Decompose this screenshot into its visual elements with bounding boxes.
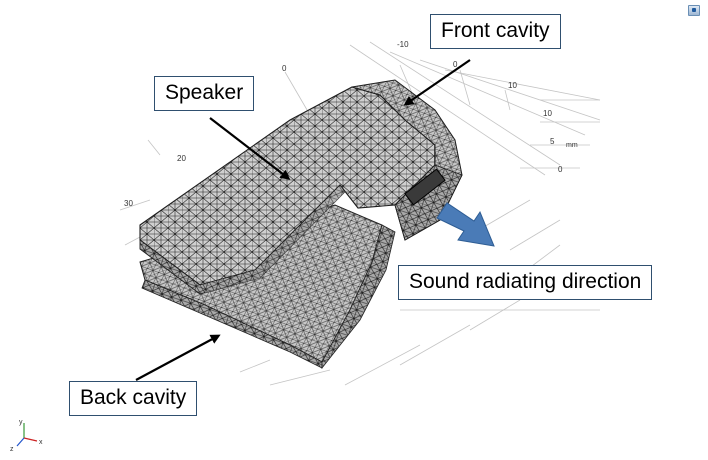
tick-label: -10 — [397, 40, 409, 49]
tick-label: 0 — [282, 64, 287, 73]
speaker-pointer — [209, 117, 291, 180]
unit-label: mm — [566, 142, 578, 149]
front-cavity-label: Front cavity — [441, 19, 550, 42]
speaker-label: Speaker — [165, 81, 244, 104]
sound-port — [404, 168, 446, 206]
speaker-callout: Speaker — [154, 76, 255, 111]
front-cavity-callout: Front cavity — [430, 14, 561, 49]
tick-label: 10 — [543, 109, 552, 118]
triad-x-label: x — [39, 439, 43, 446]
axis-triad: y x z — [10, 419, 43, 453]
back-cavity-label: Back cavity — [80, 386, 187, 409]
tick-label: 20 — [177, 154, 186, 163]
tick-label: 0 — [453, 60, 458, 69]
axis-tick-labels: -10 0 10 10 5 mm 0 0 20 30 — [124, 40, 578, 208]
window-restore-icon[interactable] — [688, 5, 700, 16]
triad-y-label: y — [19, 419, 23, 426]
sound-direction-arrow — [436, 202, 495, 247]
sound-direction-callout: Sound radiating direction — [398, 265, 653, 300]
back-cavity-callout: Back cavity — [69, 381, 198, 416]
pointer-arrows — [135, 59, 471, 381]
front-cavity-pointer — [403, 59, 471, 106]
sound-direction-label: Sound radiating direction — [409, 270, 642, 293]
back-cavity-pointer — [135, 334, 221, 381]
tick-label: 0 — [558, 165, 563, 174]
tick-label: 10 — [508, 81, 517, 90]
triad-z-label: z — [10, 446, 14, 453]
front-cavity-mesh — [351, 79, 463, 241]
back-cavity-mesh — [139, 204, 396, 370]
tick-label: 5 — [550, 137, 555, 146]
tick-label: 30 — [124, 199, 133, 208]
